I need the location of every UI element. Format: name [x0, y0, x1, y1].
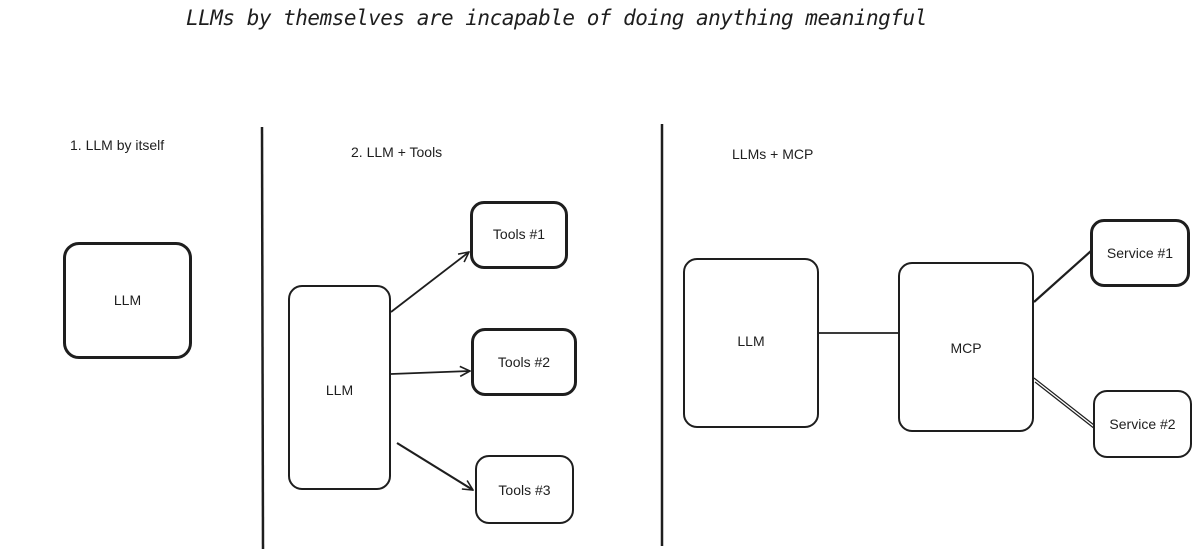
arrow-llm-to-tools-3 — [396, 442, 473, 490]
tools-3-label: Tools #3 — [498, 481, 551, 498]
tools-2-box: Tools #2 — [471, 328, 577, 396]
connector-mcp-to-service-2 — [1033, 377, 1095, 426]
service-1-label: Service #1 — [1106, 244, 1174, 261]
tools-1-box: Tools #1 — [470, 201, 568, 269]
panel-1-heading: 1. LLM by itself — [70, 137, 165, 153]
panel-3-llm-box: LLM — [683, 258, 819, 428]
tools-2-label: Tools #2 — [497, 354, 551, 370]
service-1-box: Service #1 — [1090, 219, 1190, 287]
divider-line-1 — [260, 126, 265, 550]
panel-2-llm-box: LLM — [288, 285, 391, 490]
mcp-box: MCP — [898, 262, 1034, 432]
panel-3-llm-label: LLM — [737, 333, 765, 349]
tools-3-box: Tools #3 — [475, 455, 574, 524]
panel-1-llm-box: LLM — [63, 242, 192, 359]
arrow-llm-to-tools-2 — [390, 371, 470, 374]
panel-2-heading: 2. LLM + Tools — [351, 144, 443, 160]
arrow-llm-to-tools-1 — [390, 252, 469, 313]
panel-1-llm-label: LLM — [113, 291, 142, 308]
panel-2-llm-label: LLM — [325, 381, 354, 398]
mcp-label: MCP — [950, 340, 982, 356]
panel-3-heading: LLMs + MCP — [732, 146, 814, 162]
connector-mcp-to-service-1 — [1033, 250, 1092, 303]
connector-mcp-to-service-2-double — [1034, 381, 1096, 430]
tools-1-label: Tools #1 — [492, 225, 546, 242]
service-2-label: Service #2 — [1109, 416, 1176, 432]
diagram-title: LLMs by themselves are incapable of doin… — [186, 6, 927, 30]
service-2-box: Service #2 — [1093, 390, 1192, 458]
